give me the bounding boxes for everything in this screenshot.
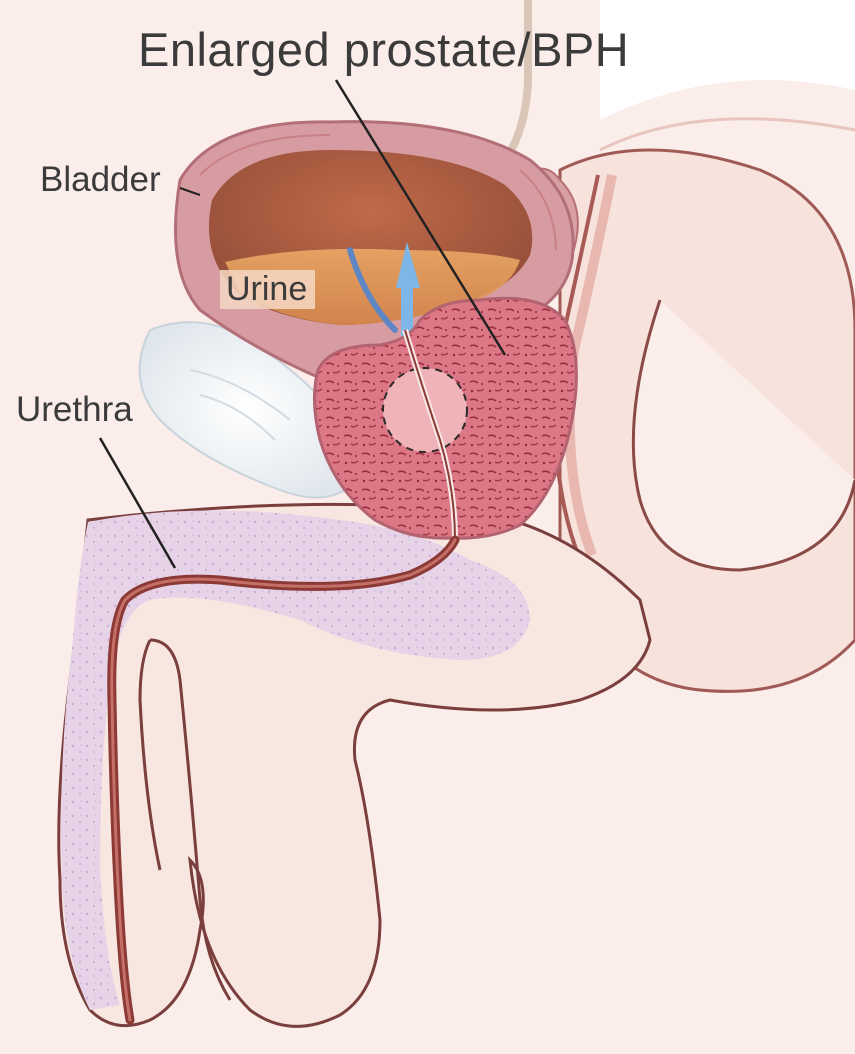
urethra-label: Urethra <box>16 392 133 427</box>
urine-label: Urine <box>220 270 315 309</box>
diagram-title: Enlarged prostate/BPH <box>138 26 629 73</box>
bladder-label: Bladder <box>40 162 161 197</box>
